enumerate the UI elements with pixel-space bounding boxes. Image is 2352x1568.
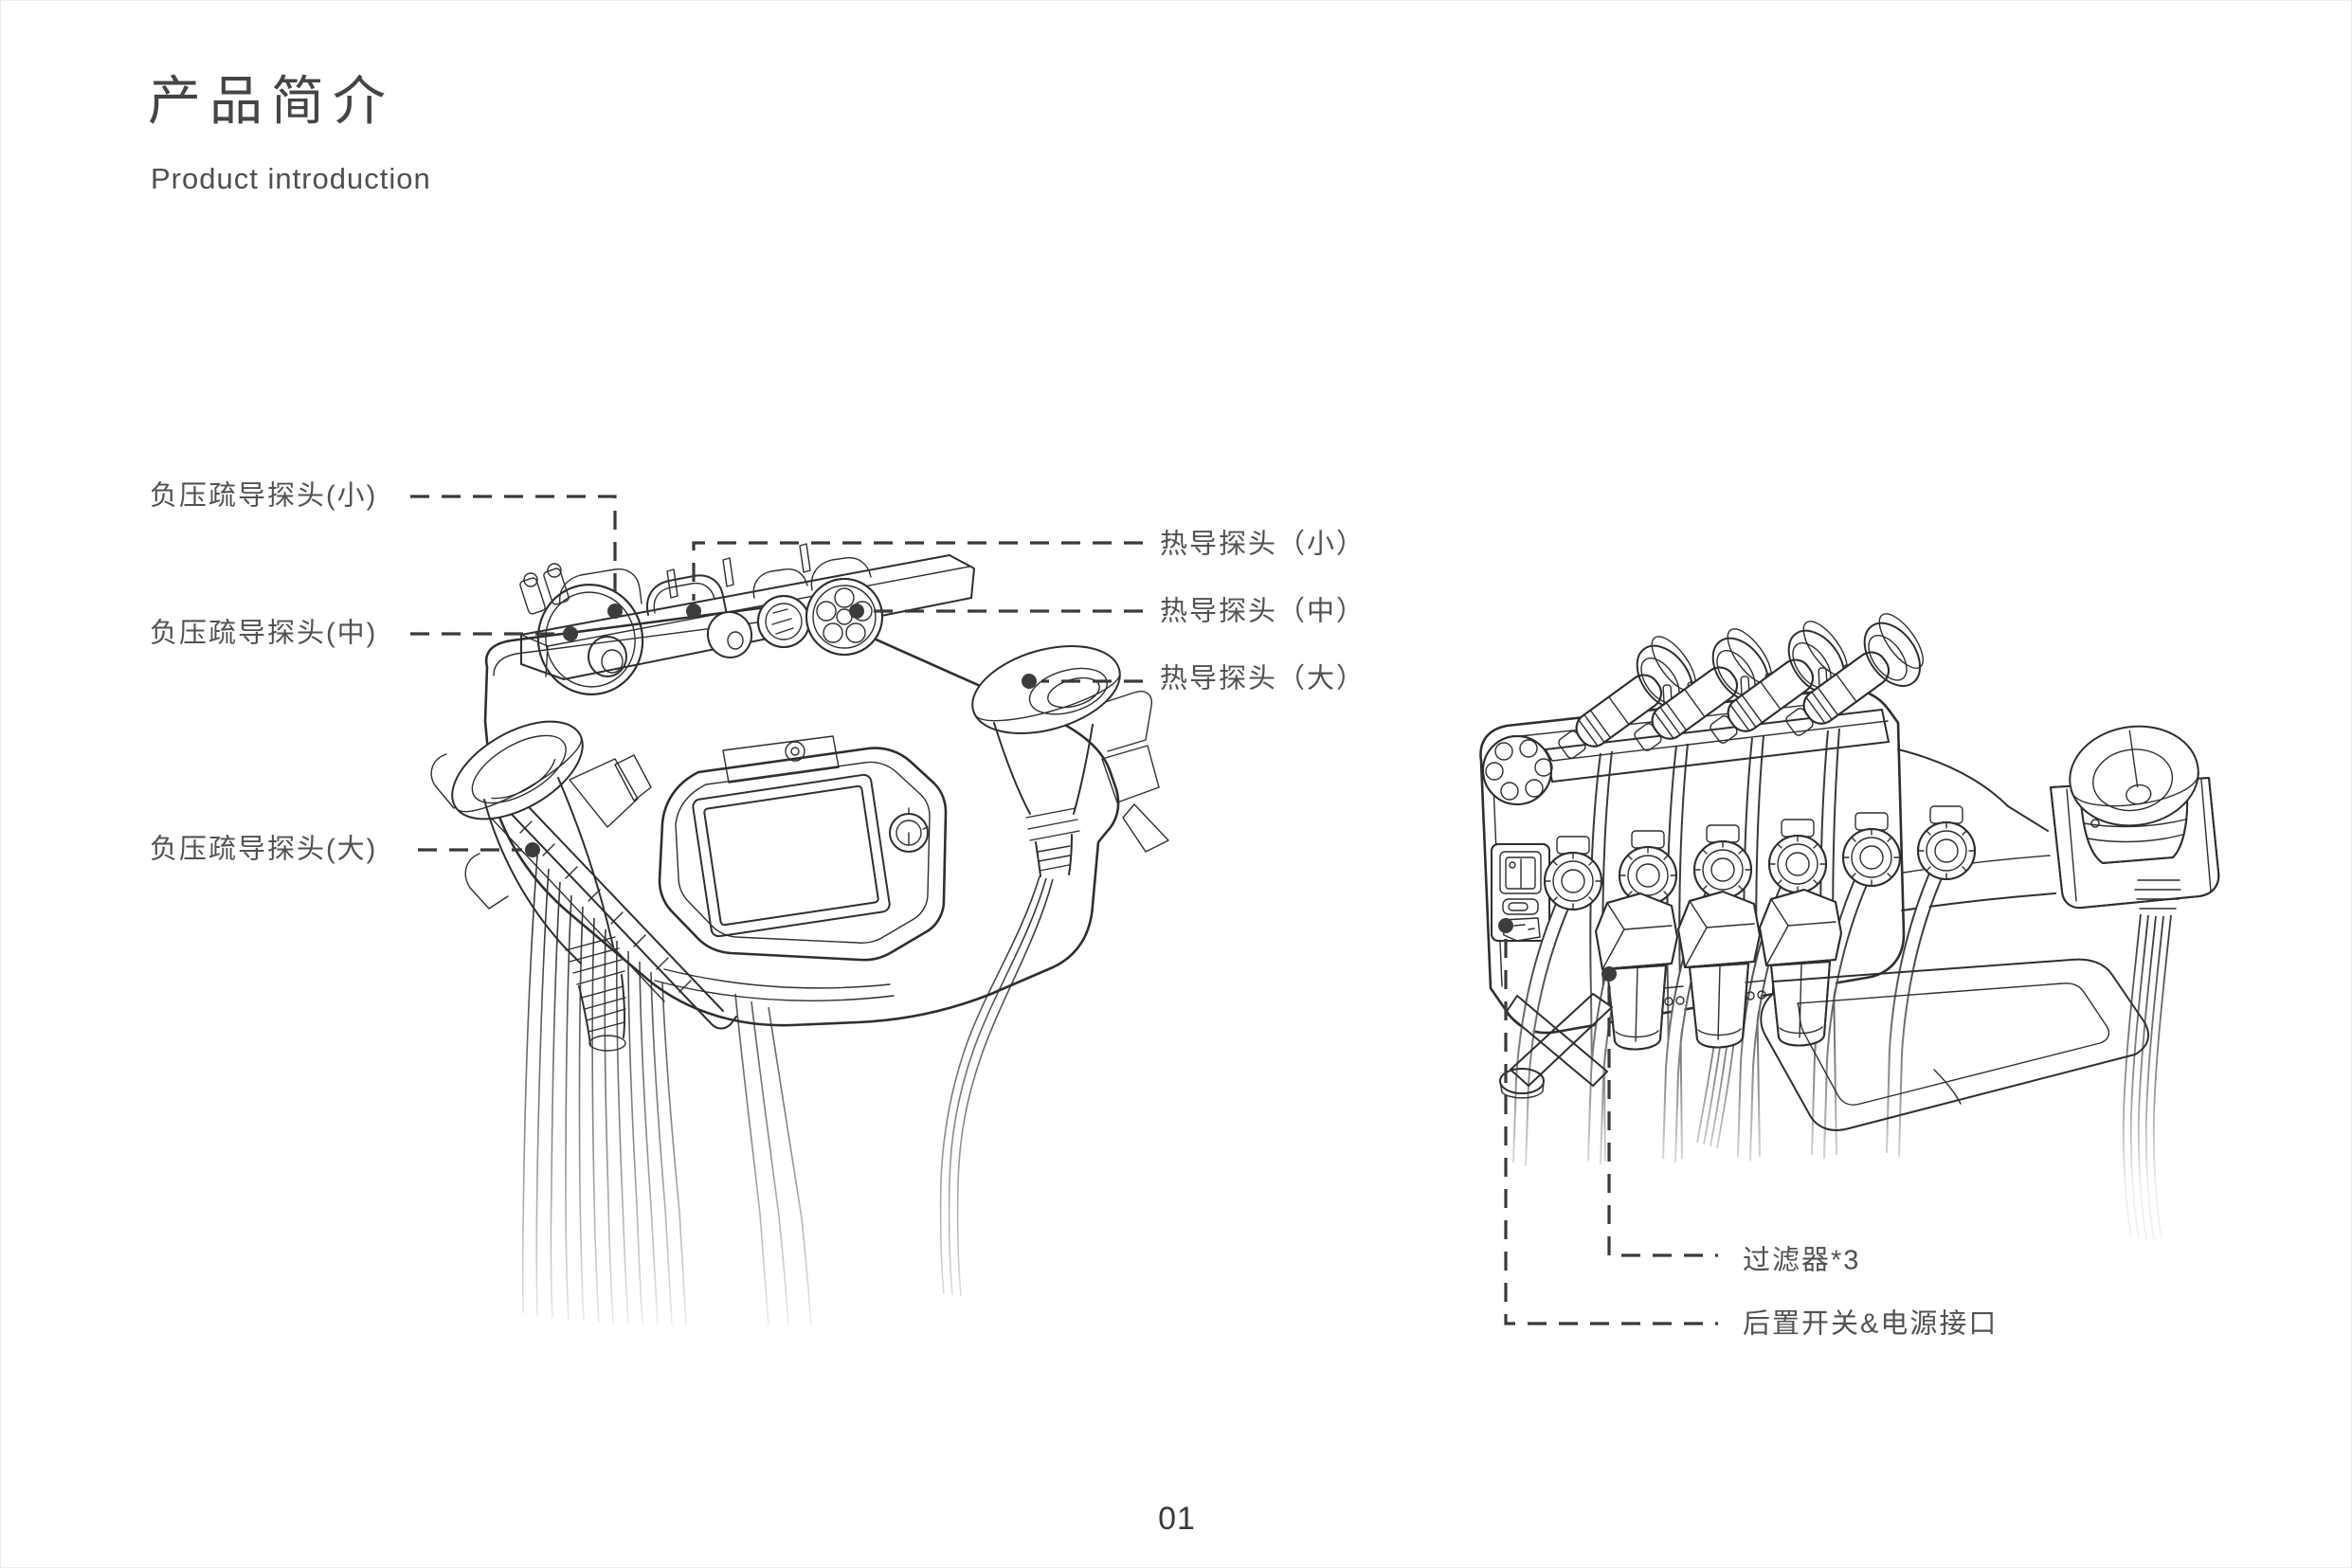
page-title: 产品简介 — [148, 71, 394, 131]
callout-lines — [410, 495, 1718, 1325]
label-thermal-probe-medium: 热导探头（中） — [1160, 596, 1366, 627]
rear-multihole-disc — [1482, 735, 1553, 805]
page-subtitle: Product introduction — [151, 162, 431, 195]
rear-rack-probes — [1558, 613, 1924, 759]
rear-stand — [1499, 958, 2150, 1131]
label-filter-x3: 过滤器*3 — [1743, 1245, 1861, 1276]
rear-connectors — [1544, 805, 1976, 910]
front-cable-bundle — [521, 855, 812, 1326]
label-rear-switch-power: 后置开关&电源接口 — [1743, 1308, 1999, 1340]
rear-filters — [1595, 889, 1842, 1051]
label-thermal-probe-large: 热导探头（大） — [1160, 663, 1366, 694]
front-view-illustration — [430, 543, 1169, 1326]
front-control-knob — [889, 807, 929, 853]
front-left-hanging-probe — [430, 720, 652, 1052]
front-right-probe-cable — [939, 875, 1054, 1297]
front-screen-panel — [658, 747, 948, 962]
label-vacuum-probe-large: 负压疏导探头(大) — [150, 834, 378, 865]
front-rack-probes — [519, 557, 883, 695]
label-thermal-probe-small: 热导探头（小） — [1160, 529, 1366, 560]
page-number: 01 — [1158, 1501, 1196, 1537]
label-vacuum-probe-medium: 负压疏导探头(中) — [150, 618, 378, 649]
label-vacuum-probe-small: 负压疏导探头(小) — [150, 480, 378, 512]
front-right-hanging-probe — [971, 644, 1169, 877]
front-top-recess — [722, 735, 840, 784]
front-left-rail — [472, 769, 737, 1030]
rear-view-illustration — [1479, 613, 2220, 1240]
rear-cup-holder — [2050, 725, 2220, 1240]
